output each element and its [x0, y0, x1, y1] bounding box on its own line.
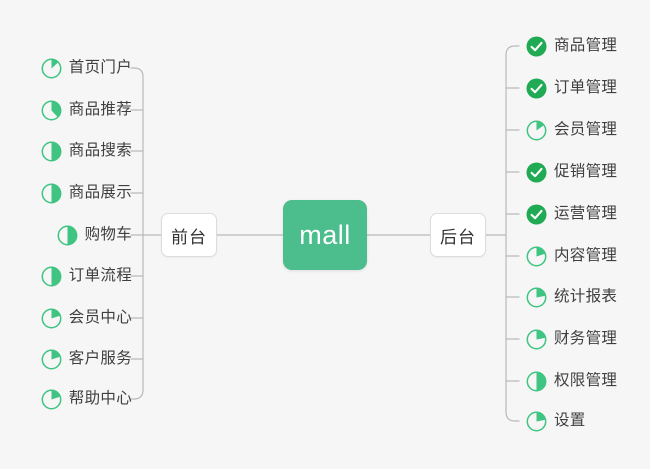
check-circle-icon	[526, 36, 547, 57]
pie-progress-icon	[41, 141, 62, 162]
pie-progress-icon	[526, 371, 547, 392]
pie-progress-icon	[41, 58, 62, 79]
pie-progress-icon	[41, 389, 62, 410]
pie-progress-icon	[41, 100, 62, 121]
check-circle-icon	[526, 204, 547, 225]
leaf-item-label: 会员中心	[68, 309, 132, 327]
leaf-item-label: 客户服务	[68, 350, 132, 368]
branch-node-front[interactable]: 前台	[161, 213, 217, 257]
leaf-item-label: 促销管理	[554, 163, 618, 181]
leaf-item-label: 商品管理	[554, 37, 618, 55]
pie-progress-icon	[526, 329, 547, 350]
check-circle-icon	[526, 78, 547, 99]
leaf-item[interactable]: 促销管理	[526, 158, 617, 186]
leaf-item[interactable]: 统计报表	[526, 283, 617, 311]
leaf-item[interactable]: 商品展示	[41, 179, 132, 207]
root-node-label: mall	[299, 219, 351, 250]
leaf-item[interactable]: 商品搜索	[41, 137, 132, 165]
leaf-item[interactable]: 订单流程	[41, 262, 132, 290]
leaf-item-label: 购物车	[84, 226, 132, 244]
pie-progress-icon	[526, 246, 547, 267]
leaf-item[interactable]: 客户服务	[41, 345, 132, 373]
pie-progress-icon	[526, 120, 547, 141]
leaf-item[interactable]: 内容管理	[526, 242, 617, 270]
leaf-item-label: 商品推荐	[68, 101, 132, 119]
leaf-item[interactable]: 商品推荐	[41, 96, 132, 124]
leaf-item[interactable]: 购物车	[57, 221, 132, 249]
leaf-item[interactable]: 财务管理	[526, 325, 617, 353]
pie-progress-icon	[526, 287, 547, 308]
leaf-item-label: 统计报表	[554, 288, 618, 306]
pie-progress-icon	[57, 225, 78, 246]
leaf-item-label: 会员管理	[554, 121, 618, 139]
leaf-item[interactable]: 会员管理	[526, 116, 617, 144]
leaf-item-label: 运营管理	[554, 205, 618, 223]
leaf-item[interactable]: 订单管理	[526, 74, 617, 102]
leaf-item-label: 订单管理	[554, 79, 618, 97]
leaf-item-label: 商品搜索	[68, 142, 132, 160]
leaf-item-label: 首页门户	[68, 59, 132, 77]
leaf-item[interactable]: 帮助中心	[41, 385, 132, 413]
branch-node-front-label: 前台	[171, 227, 207, 247]
leaf-item-label: 设置	[554, 412, 586, 430]
leaf-item[interactable]: 权限管理	[526, 367, 617, 395]
leaf-item[interactable]: 运营管理	[526, 200, 617, 228]
check-circle-icon	[526, 162, 547, 183]
root-node-mall[interactable]: mall	[283, 200, 367, 270]
leaf-item[interactable]: 首页门户	[41, 54, 132, 82]
leaf-item-label: 权限管理	[554, 372, 618, 390]
leaf-item[interactable]: 会员中心	[41, 304, 132, 332]
pie-progress-icon	[41, 308, 62, 329]
leaf-item-label: 订单流程	[68, 267, 132, 285]
branch-node-back[interactable]: 后台	[430, 213, 486, 257]
leaf-item[interactable]: 商品管理	[526, 32, 617, 60]
leaf-item-label: 帮助中心	[68, 390, 132, 408]
leaf-item-label: 内容管理	[554, 247, 618, 265]
pie-progress-icon	[41, 349, 62, 370]
leaf-item-label: 商品展示	[68, 184, 132, 202]
branch-node-back-label: 后台	[440, 227, 476, 247]
pie-progress-icon	[526, 411, 547, 432]
leaf-item-label: 财务管理	[554, 330, 618, 348]
pie-progress-icon	[41, 183, 62, 204]
pie-progress-icon	[41, 266, 62, 287]
leaf-item[interactable]: 设置	[526, 407, 586, 435]
